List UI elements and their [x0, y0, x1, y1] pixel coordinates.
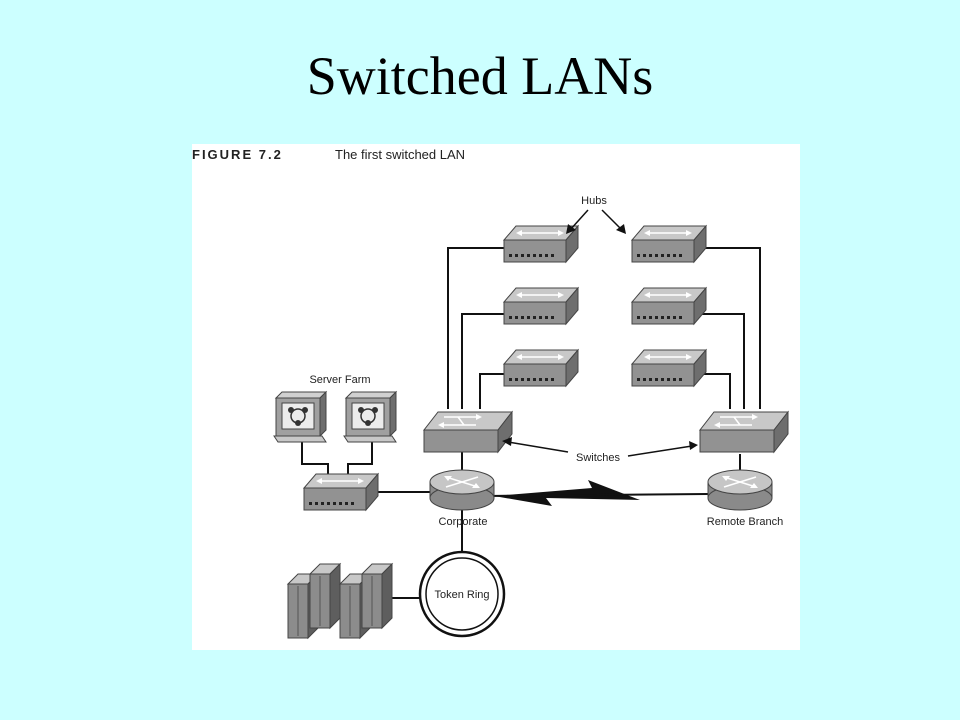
server2-wire	[347, 438, 373, 474]
hubs-label: Hubs	[581, 195, 607, 207]
corporate-label: Corporate	[439, 516, 488, 528]
right-hub-wires	[702, 247, 761, 409]
hub-icon	[503, 349, 579, 387]
network-figure: FIGURE 7.2 The first switched LAN Hubs	[192, 144, 800, 650]
switch-icon	[699, 411, 789, 453]
router-icon	[429, 469, 495, 511]
mainframe-icon	[287, 563, 393, 639]
switches-label: Switches	[576, 452, 621, 464]
network-diagram: FIGURE 7.2 The first switched LAN Hubs	[192, 147, 789, 639]
wan-link	[487, 493, 709, 497]
hub-icon	[631, 349, 707, 387]
server-farm-label: Server Farm	[309, 374, 370, 386]
figure-number: FIGURE 7.2	[192, 147, 283, 162]
router-icon	[707, 469, 773, 511]
server1-wire	[301, 438, 329, 474]
token-ring-label: Token Ring	[434, 589, 489, 601]
hub-icon	[303, 473, 379, 511]
hub-icon	[503, 287, 579, 325]
hub-icon	[631, 225, 707, 263]
token-ring	[418, 550, 506, 638]
remote-branch-label: Remote Branch	[707, 516, 783, 528]
switch-icon	[423, 411, 513, 453]
left-hub-wires	[447, 247, 508, 409]
switches-arrows	[502, 437, 698, 457]
hubs-arrows	[566, 209, 626, 234]
slide-title: Switched LANs	[306, 46, 654, 106]
figure-caption: The first switched LAN	[335, 147, 465, 162]
hub-icon	[631, 287, 707, 325]
server-icon	[273, 391, 327, 443]
lightning-link-icon	[494, 480, 640, 506]
server-icon	[343, 391, 397, 443]
